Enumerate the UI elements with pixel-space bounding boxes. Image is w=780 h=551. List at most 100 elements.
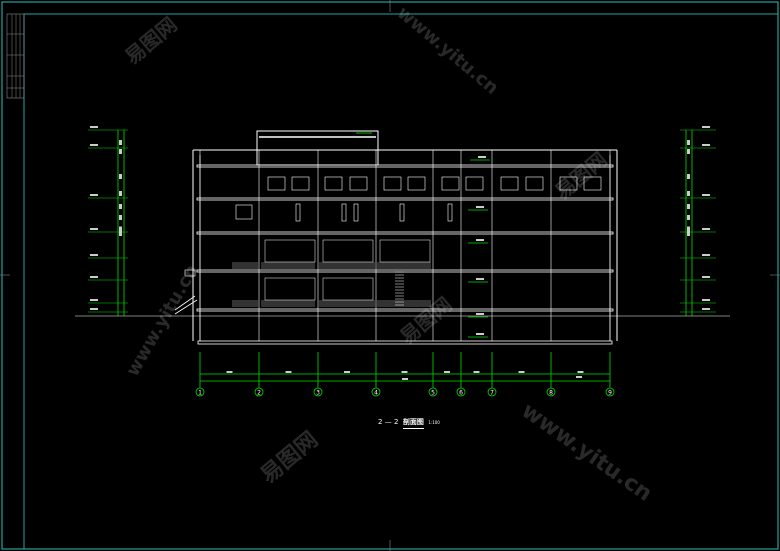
- opening: [264, 239, 316, 263]
- floor-slab: [196, 164, 614, 168]
- dimension-text: [444, 371, 450, 373]
- section-title-text: 剖面图: [402, 418, 424, 426]
- axis-label: 6: [459, 390, 463, 397]
- level-text: [476, 313, 484, 315]
- exterior-stair: [174, 299, 198, 315]
- dimension-text: [576, 376, 582, 378]
- dimension-text: [473, 371, 480, 373]
- axis-label: 9: [608, 390, 612, 397]
- dimension-text: [401, 371, 408, 373]
- door: [295, 203, 301, 222]
- door: [447, 203, 453, 222]
- level-text: [702, 254, 710, 256]
- dimension-text: [518, 371, 525, 373]
- axis-label: 1: [198, 390, 202, 397]
- level-text: [90, 308, 98, 310]
- dimension-text: [687, 191, 690, 196]
- door: [399, 203, 405, 222]
- dimension-text: [687, 226, 690, 232]
- opening: [264, 277, 316, 301]
- section-title: 2 — 2 剖面图 1:100: [378, 417, 440, 429]
- window: [324, 176, 343, 191]
- axis-bubble: [195, 387, 205, 397]
- axis-bubble: [371, 387, 381, 397]
- section-title-left: 2: [378, 418, 383, 426]
- window: [383, 176, 402, 191]
- opening: [322, 277, 374, 301]
- dimension-text: [402, 378, 408, 380]
- section-title-dash: —: [384, 418, 392, 426]
- dimension-text: [344, 371, 350, 373]
- dimension-text: [119, 215, 122, 220]
- scale-text: 1:100: [428, 420, 440, 425]
- canopy: [184, 269, 196, 277]
- dimension-text: [119, 204, 122, 209]
- dimension-text: [119, 231, 122, 236]
- level-text: [90, 126, 98, 128]
- window: [407, 176, 426, 191]
- opening: [322, 239, 374, 263]
- axis-bubble: [428, 387, 438, 397]
- axis-bubble: [605, 387, 615, 397]
- dimension-text: [119, 149, 122, 154]
- level-text: [90, 194, 98, 196]
- axis-label: 8: [549, 390, 553, 397]
- level-text: [90, 228, 98, 230]
- dimension-text: [687, 140, 690, 145]
- axis-label: 4: [374, 390, 378, 397]
- section-title-right: 2: [393, 418, 399, 426]
- window: [525, 176, 544, 191]
- level-text: [476, 333, 484, 335]
- window: [349, 176, 368, 191]
- level-text: [476, 239, 484, 241]
- dimension-text: [687, 215, 690, 220]
- window: [267, 176, 286, 191]
- level-text: [90, 276, 98, 278]
- window: [583, 176, 602, 191]
- stair-tower: [256, 130, 379, 166]
- dimension-text: [119, 174, 122, 179]
- window: [559, 176, 578, 191]
- inner-border: [23, 13, 779, 550]
- level-text: [476, 278, 484, 280]
- axis-bubble: [254, 387, 264, 397]
- level-text: [476, 206, 484, 208]
- dimension-text: [119, 191, 122, 196]
- dimension-text: [285, 371, 292, 373]
- level-text: [90, 299, 98, 301]
- dimension-text: [226, 371, 233, 373]
- floor-slab: [196, 269, 614, 273]
- dimension-text: [687, 204, 690, 209]
- axis-bubble: [487, 387, 497, 397]
- axis-label: 3: [316, 390, 320, 397]
- axis-bubble: [546, 387, 556, 397]
- level-text: [90, 144, 98, 146]
- dimension-text: [119, 226, 122, 232]
- level-text: [702, 126, 710, 128]
- level-text: [478, 156, 486, 158]
- level-text: [702, 308, 710, 310]
- axis-bubble: [456, 387, 466, 397]
- door: [353, 203, 359, 222]
- level-text: [702, 194, 710, 196]
- exterior-stair: [174, 295, 196, 311]
- dimension-text: [687, 174, 690, 179]
- level-text: [702, 144, 710, 146]
- floor-slab: [196, 231, 614, 235]
- door: [235, 204, 253, 220]
- level-text: [702, 276, 710, 278]
- dimension-text: [119, 140, 122, 145]
- title-block: [6, 13, 25, 99]
- axis-bubble: [313, 387, 323, 397]
- foundation: [197, 340, 613, 345]
- floor-slab: [196, 197, 614, 201]
- level-text: [702, 299, 710, 301]
- dimension-text: [687, 149, 690, 154]
- opening: [379, 239, 431, 263]
- window: [291, 176, 310, 191]
- floor-slab: [196, 308, 614, 312]
- window: [500, 176, 519, 191]
- window: [441, 176, 460, 191]
